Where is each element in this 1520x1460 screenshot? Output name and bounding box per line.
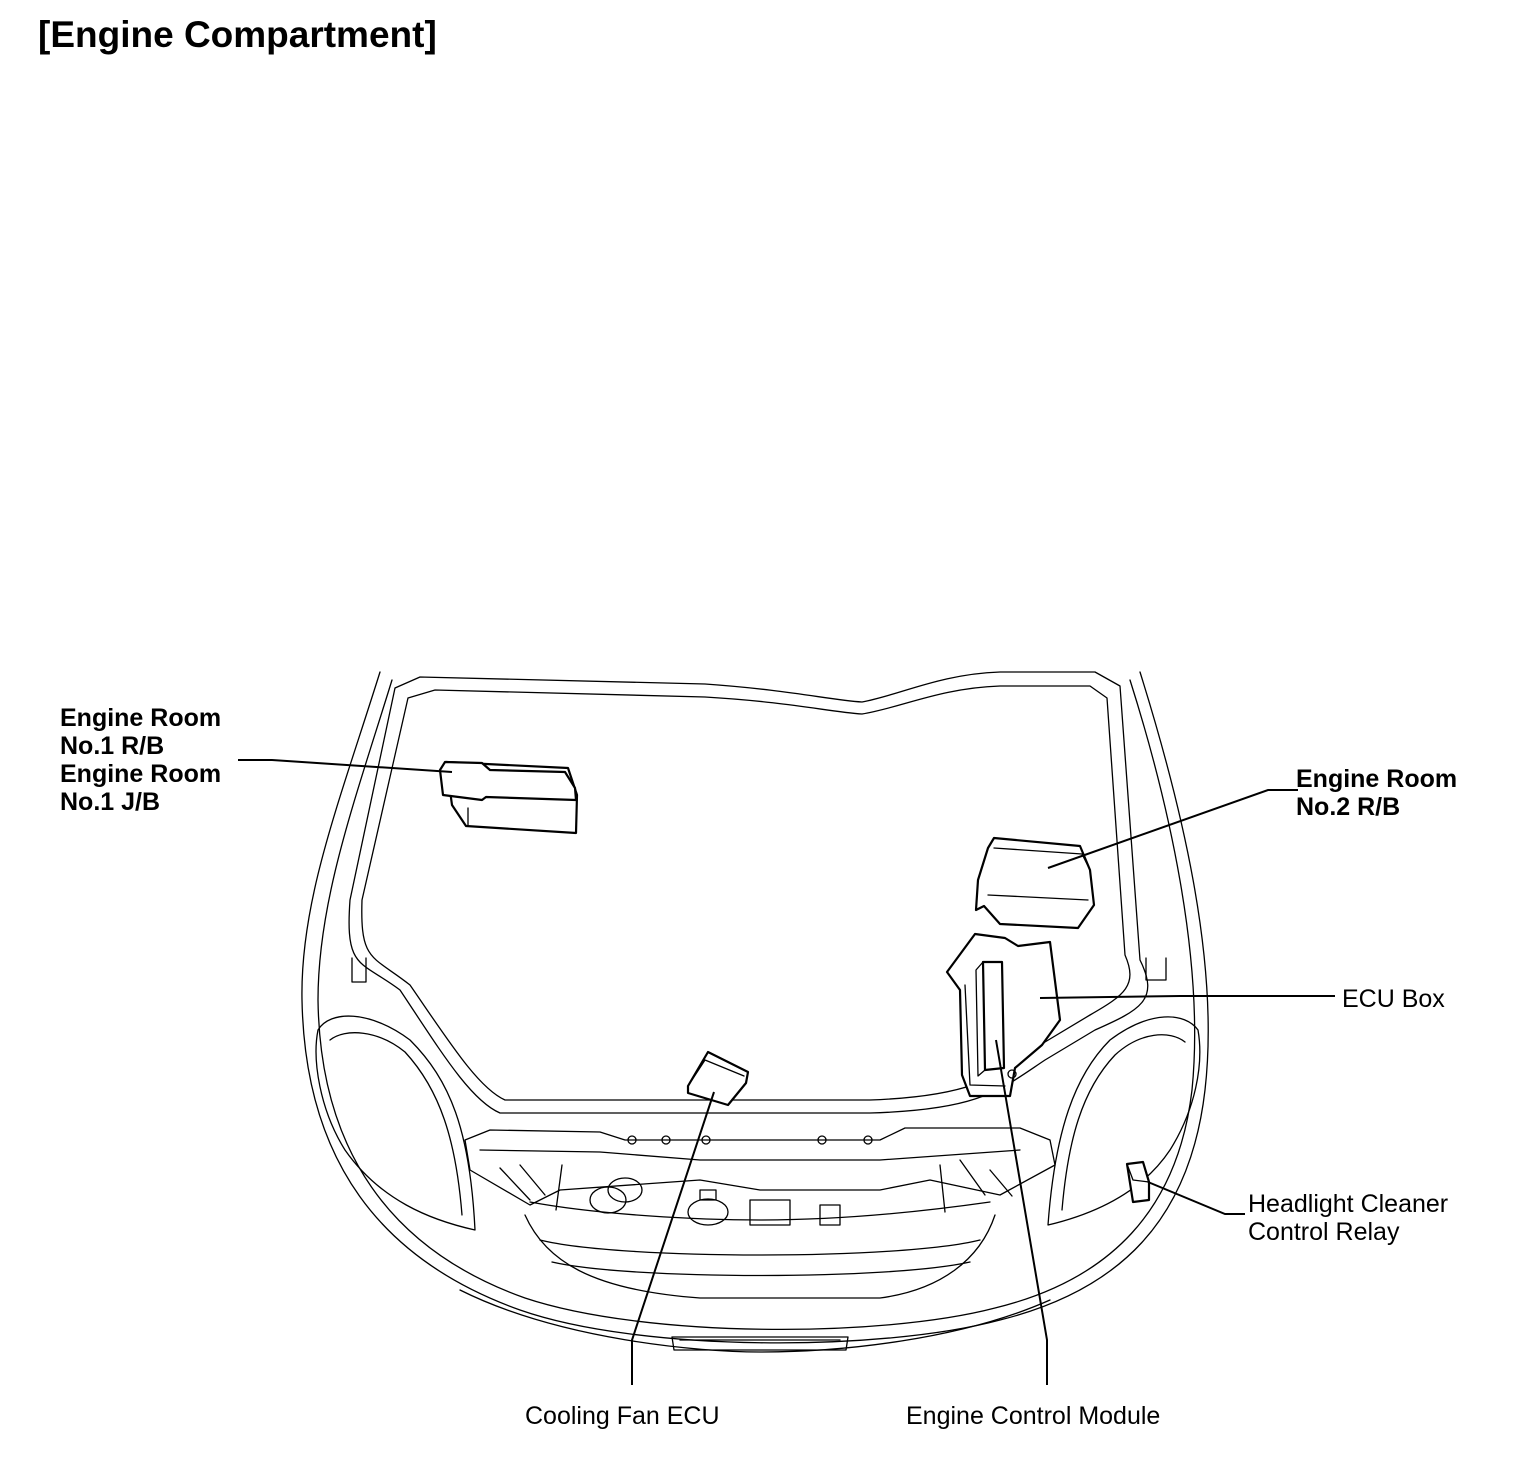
engine-room-no1-rb-jb-box: [438, 760, 579, 835]
car-body-outline: [301, 671, 1209, 1353]
label-engine-room-no1-jb: Engine Room No.1 J/B: [60, 760, 221, 816]
label-engine-control-module: Engine Control Module: [906, 1402, 1160, 1430]
label-headlight-cleaner-relay: Headlight Cleaner Control Relay: [1248, 1190, 1448, 1246]
label-line: Headlight Cleaner: [1248, 1190, 1449, 1218]
label-line: Cooling Fan ECU: [525, 1402, 720, 1430]
label-line: Control Relay: [1248, 1218, 1400, 1246]
label-cooling-fan-ecu: Cooling Fan ECU: [525, 1402, 720, 1430]
leader-engine-room-no2: [1047, 789, 1298, 869]
label-line: Engine Room: [60, 760, 222, 788]
leader-engine-control-module: [995, 1039, 1048, 1385]
label-line: ECU Box: [1342, 985, 1445, 1013]
label-line: No.2 R/B: [1296, 793, 1401, 821]
label-engine-room-no2-rb: Engine Room No.2 R/B: [1296, 765, 1457, 821]
label-engine-room-no1-rb: Engine Room No.1 R/B: [60, 704, 221, 760]
leader-ecu-box: [1039, 995, 1335, 999]
engine-room-no2-rb-box: [974, 836, 1096, 930]
cooling-fan-ecu-shape: [686, 1050, 750, 1107]
label-line: No.1 J/B: [60, 788, 161, 816]
page-title: [Engine Compartment]: [38, 14, 437, 55]
leader-cooling-fan-ecu: [631, 1091, 715, 1385]
label-line: No.1 R/B: [60, 732, 165, 760]
label-line: Engine Room: [60, 704, 222, 732]
ecu-box-shape: [945, 932, 1062, 1098]
label-line: Engine Control Module: [906, 1402, 1161, 1430]
leader-lines: [238, 759, 1335, 1385]
leader-engine-room-no1: [238, 759, 453, 773]
leader-headlight-cleaner: [1147, 1181, 1245, 1215]
headlight-cleaner-relay-shape: [1125, 1160, 1151, 1204]
label-ecu-box: ECU Box: [1342, 985, 1445, 1013]
label-line: Engine Room: [1296, 765, 1458, 793]
